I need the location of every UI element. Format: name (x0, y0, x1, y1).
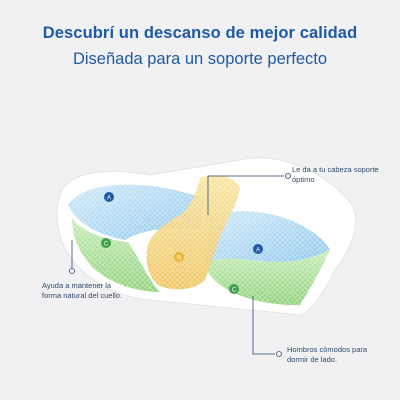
page-title: Descubrí un descanso de mejor calidad (42, 24, 358, 42)
callout-neck (69, 240, 75, 274)
marker-c-label: C (104, 242, 109, 248)
marker-a-label: A (107, 196, 111, 202)
annotation-neck-support: Ayuda a mantener la forma natural del cu… (42, 281, 123, 300)
marker-a-label: A (256, 248, 260, 254)
marker-a-left: A (104, 192, 114, 202)
annotation-shoulders: Hombros cómodos para dormir de lado. (287, 345, 368, 364)
page-subtitle: Diseñada para un soporte perfecto (72, 50, 328, 68)
marker-b-core: B (174, 252, 184, 262)
callout-shoulders (252, 296, 282, 357)
annotation-head-support: Le da a tu cabeza soporte óptimo (292, 165, 379, 184)
marker-a-right: A (253, 244, 263, 254)
marker-c-label: C (232, 288, 237, 294)
marker-c-right: C (229, 284, 239, 294)
marker-b-label: B (177, 256, 181, 262)
callout-head (207, 173, 291, 215)
marker-c-left: C (101, 238, 111, 248)
